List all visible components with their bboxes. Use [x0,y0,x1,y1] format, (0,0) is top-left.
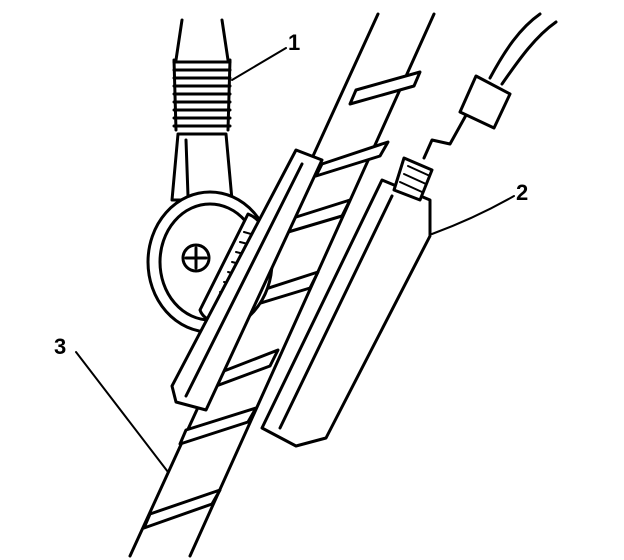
corrugated-hose-top-left [174,18,184,62]
corrugated-hose [170,18,234,202]
clamp-bracket [170,148,324,412]
clamp-bracket-plate [170,148,324,412]
callout-2: 2 [516,180,528,205]
wire-connector-plug [458,74,512,130]
hose-stripe [178,406,258,446]
hose-stripe [142,488,222,530]
leader-line-3 [75,351,169,473]
corrugated-hose-ribs [172,60,232,128]
stud-threads [399,165,431,193]
corrugated-hose-side-right [226,58,232,132]
corrugated-hose-top-right [220,18,230,62]
corrugated-hose-side-left [172,58,178,132]
callout-3: 3 [54,334,66,359]
callout-1: 1 [288,30,300,55]
sensor-assembly [260,12,558,448]
leader-line-1 [231,47,287,81]
wire-lead-1 [488,12,542,80]
hose-stripe [314,140,390,178]
hose-stripe [348,70,422,106]
wire-lead-2 [500,20,558,86]
sensor-wire [422,106,472,160]
leader-line-2 [431,195,515,235]
hose-elbow-fitting [170,132,234,202]
leader-lines [75,47,515,473]
